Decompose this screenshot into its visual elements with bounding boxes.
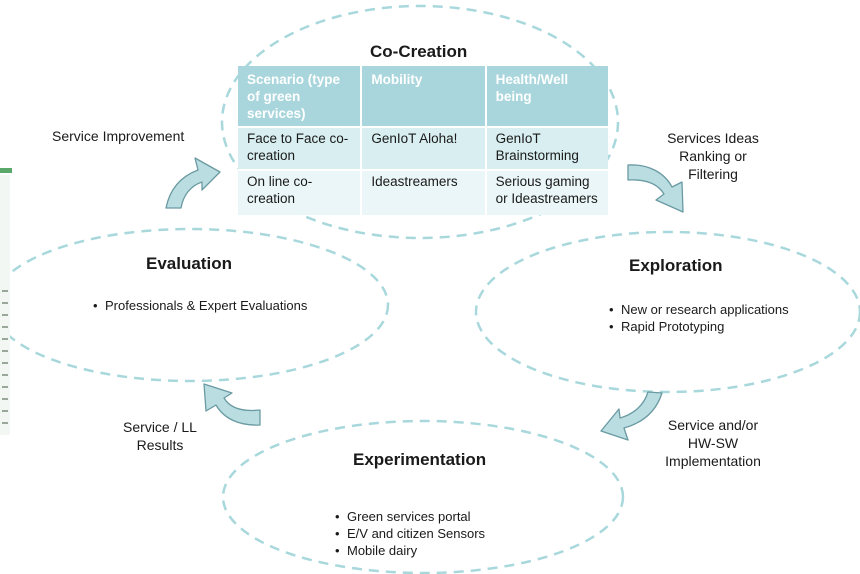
co-creation-ellipse bbox=[220, 4, 620, 240]
evaluation-ellipse bbox=[0, 227, 390, 383]
label-line: Implementation bbox=[665, 453, 761, 469]
table-cell: Serious gaming or Ideastreamers bbox=[486, 169, 608, 215]
table-cell: On line co-creation bbox=[238, 169, 363, 215]
list-item: Mobile dairy bbox=[333, 542, 485, 559]
table-cell: Ideastreamers bbox=[362, 169, 487, 215]
service-implementation-label: Service and/or HW-SW Implementation bbox=[648, 416, 778, 470]
arrow-services-ideas bbox=[627, 164, 684, 213]
evaluation-list: Professionals & Expert Evaluations bbox=[91, 297, 307, 314]
arrow-service-implementation bbox=[600, 391, 663, 441]
experimentation-ellipse bbox=[221, 419, 625, 574]
experimentation-title: Experimentation bbox=[353, 450, 487, 469]
arrow-service-results bbox=[203, 383, 261, 426]
label-line: Filtering bbox=[688, 166, 738, 182]
thumbnail-fragment bbox=[0, 168, 12, 435]
table-cell: GenIoT Aloha! bbox=[362, 126, 487, 169]
label-line: Ranking or bbox=[679, 148, 747, 164]
table-cell: GenIoT Brainstorming bbox=[486, 126, 608, 169]
list-item: Rapid Prototyping bbox=[607, 318, 789, 335]
table-row: On line co-creation Ideastreamers Seriou… bbox=[238, 169, 608, 215]
exploration-ellipse bbox=[474, 230, 860, 394]
label-line: Service and/or bbox=[667, 417, 759, 433]
table-row: Face to Face co-creation GenIoT Aloha! G… bbox=[238, 126, 608, 169]
list-item: Green services portal bbox=[333, 508, 485, 525]
service-improvement-label: Service Improvement bbox=[52, 128, 185, 144]
services-ideas-label: Services Ideas Ranking or Filtering bbox=[648, 129, 778, 183]
evaluation-title: Evaluation bbox=[146, 254, 232, 273]
table-header-scenario: Scenario (type of green services) bbox=[238, 66, 363, 126]
label-line: Services Ideas bbox=[667, 130, 759, 146]
list-item: Professionals & Expert Evaluations bbox=[91, 297, 307, 314]
table-header-mobility: Mobility bbox=[362, 66, 487, 126]
label-line: HW-SW bbox=[687, 435, 739, 451]
label-line: Results bbox=[136, 437, 184, 453]
service-results-label: Service / LL Results bbox=[105, 418, 215, 454]
co-creation-table: Scenario (type of green services) Mobili… bbox=[238, 66, 608, 215]
table-cell: Face to Face co-creation bbox=[238, 126, 363, 169]
exploration-title: Exploration bbox=[629, 256, 723, 275]
table-header-row: Scenario (type of green services) Mobili… bbox=[238, 66, 608, 126]
table-header-health: Health/Well being bbox=[486, 66, 608, 126]
label-line: Service / LL bbox=[123, 419, 197, 435]
experimentation-list: Green services portal E/V and citizen Se… bbox=[333, 508, 485, 559]
exploration-list: New or research applications Rapid Proto… bbox=[607, 301, 789, 335]
list-item: E/V and citizen Sensors bbox=[333, 525, 485, 542]
arrow-service-improvement bbox=[165, 157, 221, 209]
co-creation-title: Co-Creation bbox=[370, 42, 468, 61]
list-item: New or research applications bbox=[607, 301, 789, 318]
